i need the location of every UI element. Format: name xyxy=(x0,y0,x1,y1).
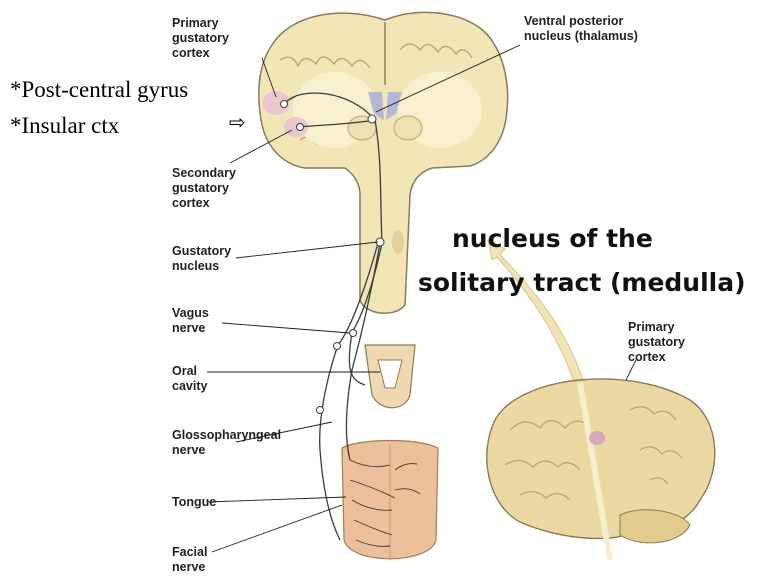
primary-cortex-area xyxy=(262,91,290,115)
tongue-drawing xyxy=(341,439,439,560)
label-glossopharyngeal-nerve: Glossopharyngeal nerve xyxy=(172,428,282,457)
annotation-post-central-gyrus: *Post-central gyrus xyxy=(10,77,189,102)
label-vagus-nerve: Vagus nerve xyxy=(172,306,209,335)
medulla-nucleus xyxy=(392,230,404,254)
label-gustatory-nucleus: Gustatory nucleus xyxy=(172,244,232,273)
label-tongue: Tongue xyxy=(172,495,217,509)
label-primary-gustatory-cortex-top: Primary gustatory cortex xyxy=(172,16,229,60)
side-gyri xyxy=(504,406,683,501)
nts-title-line2: solitary tract (medulla) xyxy=(418,268,746,297)
right-arrow-icon: ⇨ xyxy=(229,110,246,134)
thalamus-right xyxy=(393,115,423,141)
lateral-ventricles xyxy=(368,92,402,120)
leader-lines xyxy=(206,44,637,553)
label-facial-nerve: Facial nerve xyxy=(172,545,208,574)
label-primary-gustatory-cortex-side: Primary gustatory cortex xyxy=(628,320,685,364)
coronal-brain-section xyxy=(258,11,509,314)
cerebellum xyxy=(619,509,691,544)
lateral-brain-view xyxy=(486,378,716,561)
nts-title-line1: nucleus of the xyxy=(452,224,653,253)
sectioning-plane xyxy=(577,382,613,561)
tongue-nerve-branches xyxy=(349,459,421,547)
oral-cavity-drawing xyxy=(364,344,416,409)
label-ventral-posterior-nucleus: Ventral posterior nucleus (thalamus) xyxy=(524,14,638,43)
annotation-insular-ctx: *Insular ctx xyxy=(10,113,120,138)
curved-pointer-arrow xyxy=(487,239,586,386)
label-oral-cavity: Oral cavity xyxy=(172,364,208,393)
label-secondary-gustatory-cortex: Secondary gustatory cortex xyxy=(172,166,236,210)
primary-cortex-side xyxy=(589,431,605,445)
